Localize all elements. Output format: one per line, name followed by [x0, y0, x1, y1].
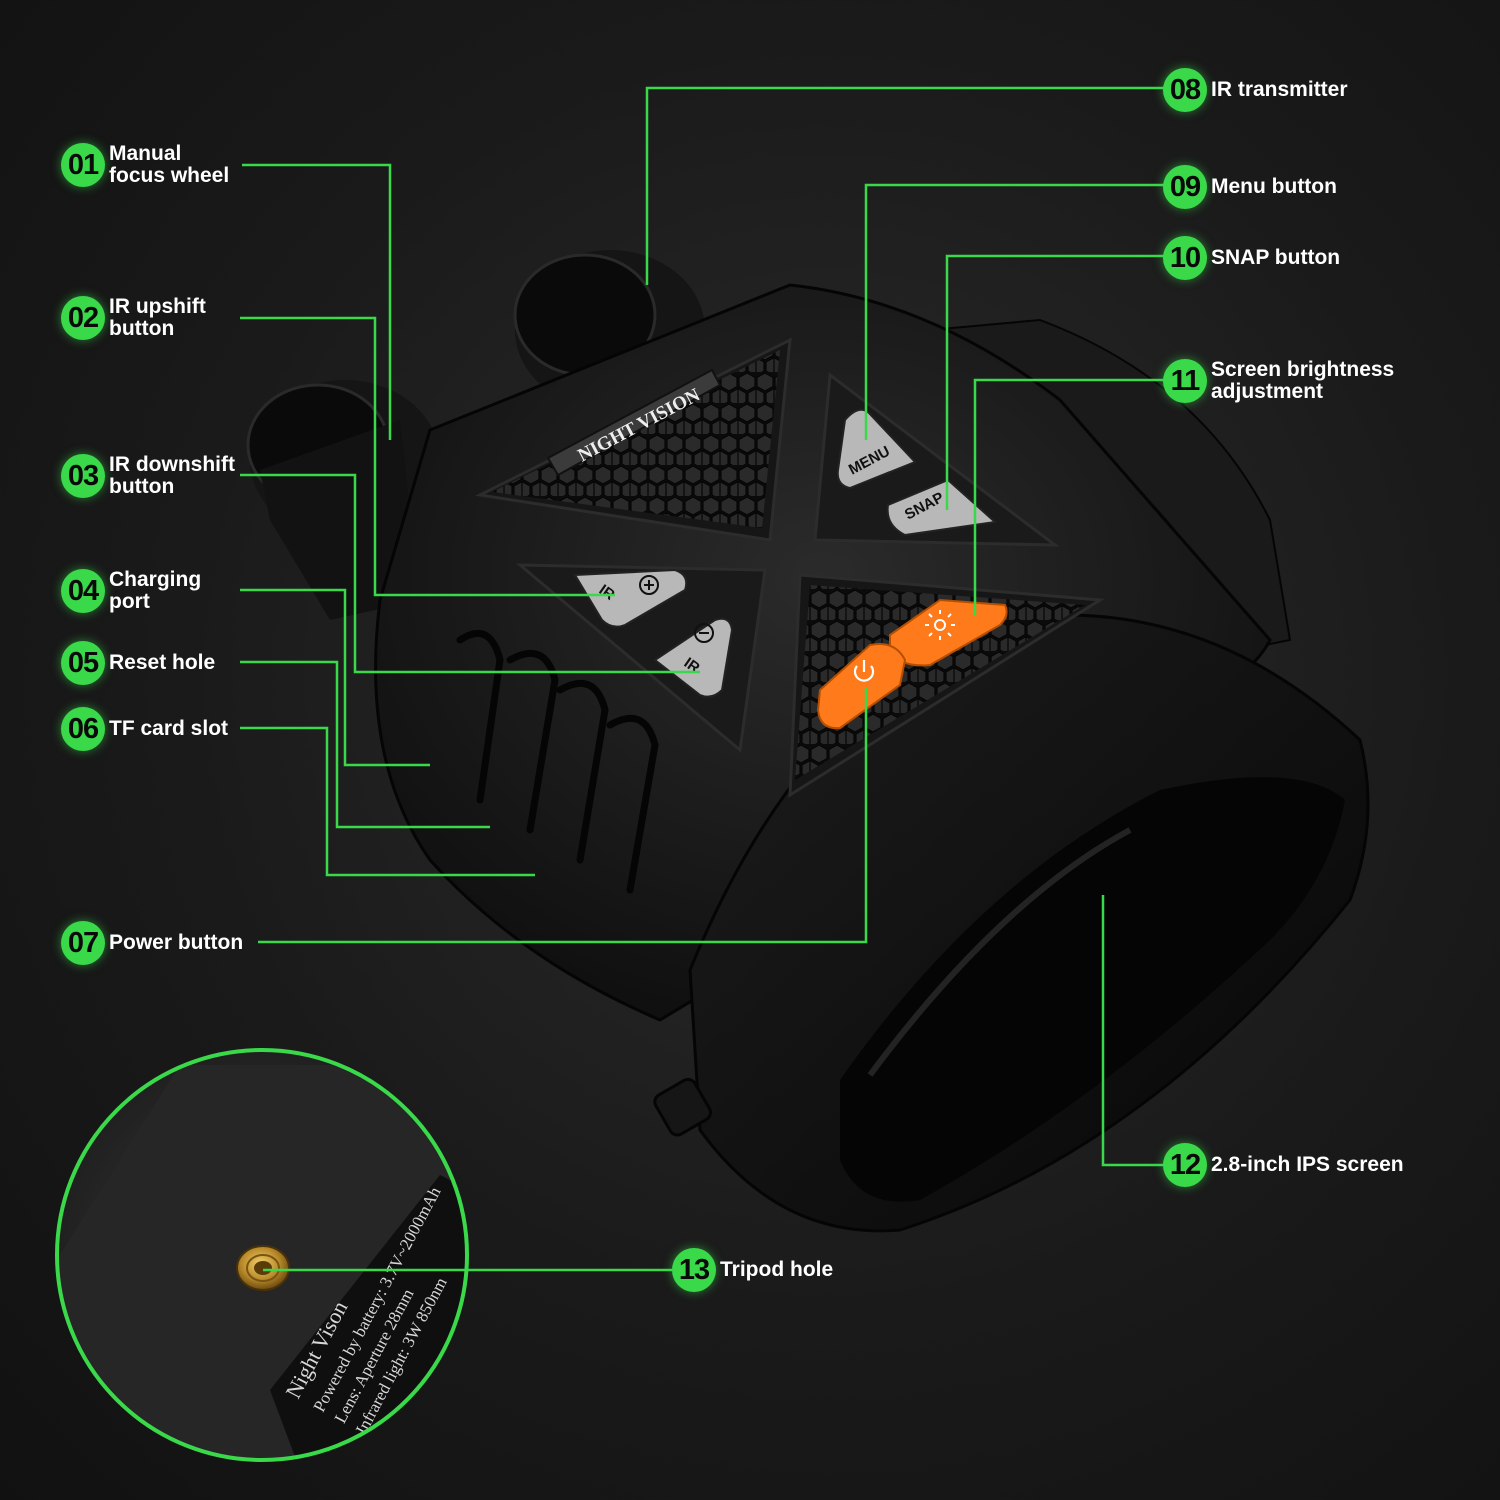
- side-grip-ribs: [456, 629, 659, 894]
- callout-label: IR downshift button: [109, 454, 409, 498]
- callout-04: 04 Charging port: [61, 569, 409, 613]
- callout-label: Menu button: [1211, 176, 1500, 198]
- callout-label-line: IR upshift: [109, 295, 206, 318]
- callout-label: IR upshift button: [109, 296, 409, 340]
- callout-03: 03 IR downshift button: [61, 454, 409, 498]
- callout-label-line: Menu button: [1211, 175, 1337, 198]
- callout-label-line: focus wheel: [109, 164, 230, 187]
- leader-01: [242, 163, 392, 440]
- leader-06: [240, 726, 535, 877]
- binocular-body: NIGHT VISION MENU SNAP IR IR: [246, 250, 1370, 1233]
- callout-label-line: Screen brightness: [1211, 358, 1395, 381]
- callout-08: 08 IR transmitter: [1163, 68, 1500, 112]
- callout-07: 07 Power button: [61, 921, 409, 965]
- callout-label-line: IR downshift: [109, 453, 235, 476]
- callout-11: 11 Screen brightness adjustment: [1163, 359, 1500, 403]
- callout-label-line: 2.8-inch IPS screen: [1211, 1153, 1404, 1176]
- callout-label: Screen brightness adjustment: [1211, 359, 1500, 403]
- callout-label-line: Power button: [109, 931, 244, 954]
- callout-13: 13 Tripod hole: [672, 1248, 1020, 1292]
- callout-number: 02: [61, 296, 105, 340]
- callout-number: 03: [61, 454, 105, 498]
- callout-02: 02 IR upshift button: [61, 296, 409, 340]
- callout-12: 12 2.8-inch IPS screen: [1163, 1143, 1500, 1187]
- power-button[interactable]: [816, 643, 907, 730]
- callout-label-line: Charging: [109, 568, 202, 591]
- callout-label-line: port: [109, 590, 150, 613]
- lens-barrels: [246, 250, 705, 620]
- callout-label-line: Reset hole: [109, 651, 216, 674]
- callout-label-line: button: [109, 475, 175, 498]
- menu-button[interactable]: MENU: [836, 408, 917, 490]
- tripod-hole: [236, 1245, 290, 1291]
- sun-icon: [925, 610, 955, 640]
- callout-number: 12: [1163, 1143, 1207, 1187]
- callout-06: 06 TF card slot: [61, 707, 409, 751]
- leader-09: [864, 183, 1164, 440]
- callout-label: TF card slot: [109, 718, 409, 740]
- callout-number: 09: [1163, 165, 1207, 209]
- callout-number: 04: [61, 569, 105, 613]
- leader-07: [258, 688, 868, 944]
- callout-number: 07: [61, 921, 105, 965]
- callout-label-line: SNAP button: [1211, 246, 1341, 269]
- callout-label: SNAP button: [1211, 247, 1500, 269]
- callout-number: 05: [61, 641, 105, 685]
- power-icon: [853, 660, 875, 682]
- callout-label-line: adjustment: [1211, 380, 1324, 403]
- tripod-zoom-inset: Night Vison Powered by battery: 3.7V~200…: [55, 1048, 469, 1462]
- callout-label-line: IR transmitter: [1211, 78, 1348, 101]
- leader-05: [240, 660, 490, 829]
- leader-03: [240, 473, 700, 674]
- leader-02: [240, 316, 615, 597]
- callout-number: 13: [672, 1248, 716, 1292]
- callout-number: 01: [61, 143, 105, 187]
- callout-number: 11: [1163, 359, 1207, 403]
- leader-04: [240, 588, 430, 767]
- leader-12: [1101, 895, 1164, 1167]
- callout-number: 10: [1163, 236, 1207, 280]
- callout-label: IR transmitter: [1211, 79, 1500, 101]
- callout-label-line: TF card slot: [109, 717, 229, 740]
- callout-label: Charging port: [109, 569, 409, 613]
- control-panel: NIGHT VISION MENU SNAP IR IR: [475, 337, 1105, 798]
- callout-05: 05 Reset hole: [61, 641, 409, 685]
- callout-label: Manual focus wheel: [109, 143, 409, 187]
- leader-08: [645, 86, 1164, 285]
- callout-10: 10 SNAP button: [1163, 236, 1500, 280]
- callout-label: Tripod hole: [720, 1259, 1020, 1281]
- leader-10: [945, 254, 1164, 510]
- ir-up-button[interactable]: IR: [573, 568, 688, 628]
- leader-11: [973, 378, 1164, 615]
- callout-label: Reset hole: [109, 652, 409, 674]
- plus-icon: [639, 575, 659, 595]
- callout-label: Power button: [109, 932, 409, 954]
- callout-label: 2.8-inch IPS screen: [1211, 1154, 1500, 1176]
- minus-icon: [694, 623, 714, 643]
- callout-label-line: button: [109, 317, 175, 340]
- callout-label-line: Tripod hole: [720, 1258, 834, 1281]
- leader-lines: [240, 86, 1164, 1272]
- callout-01: 01 Manual focus wheel: [61, 143, 409, 187]
- callout-number: 06: [61, 707, 105, 751]
- callout-label-line: Manual: [109, 142, 182, 165]
- callout-09: 09 Menu button: [1163, 165, 1500, 209]
- callout-number: 08: [1163, 68, 1207, 112]
